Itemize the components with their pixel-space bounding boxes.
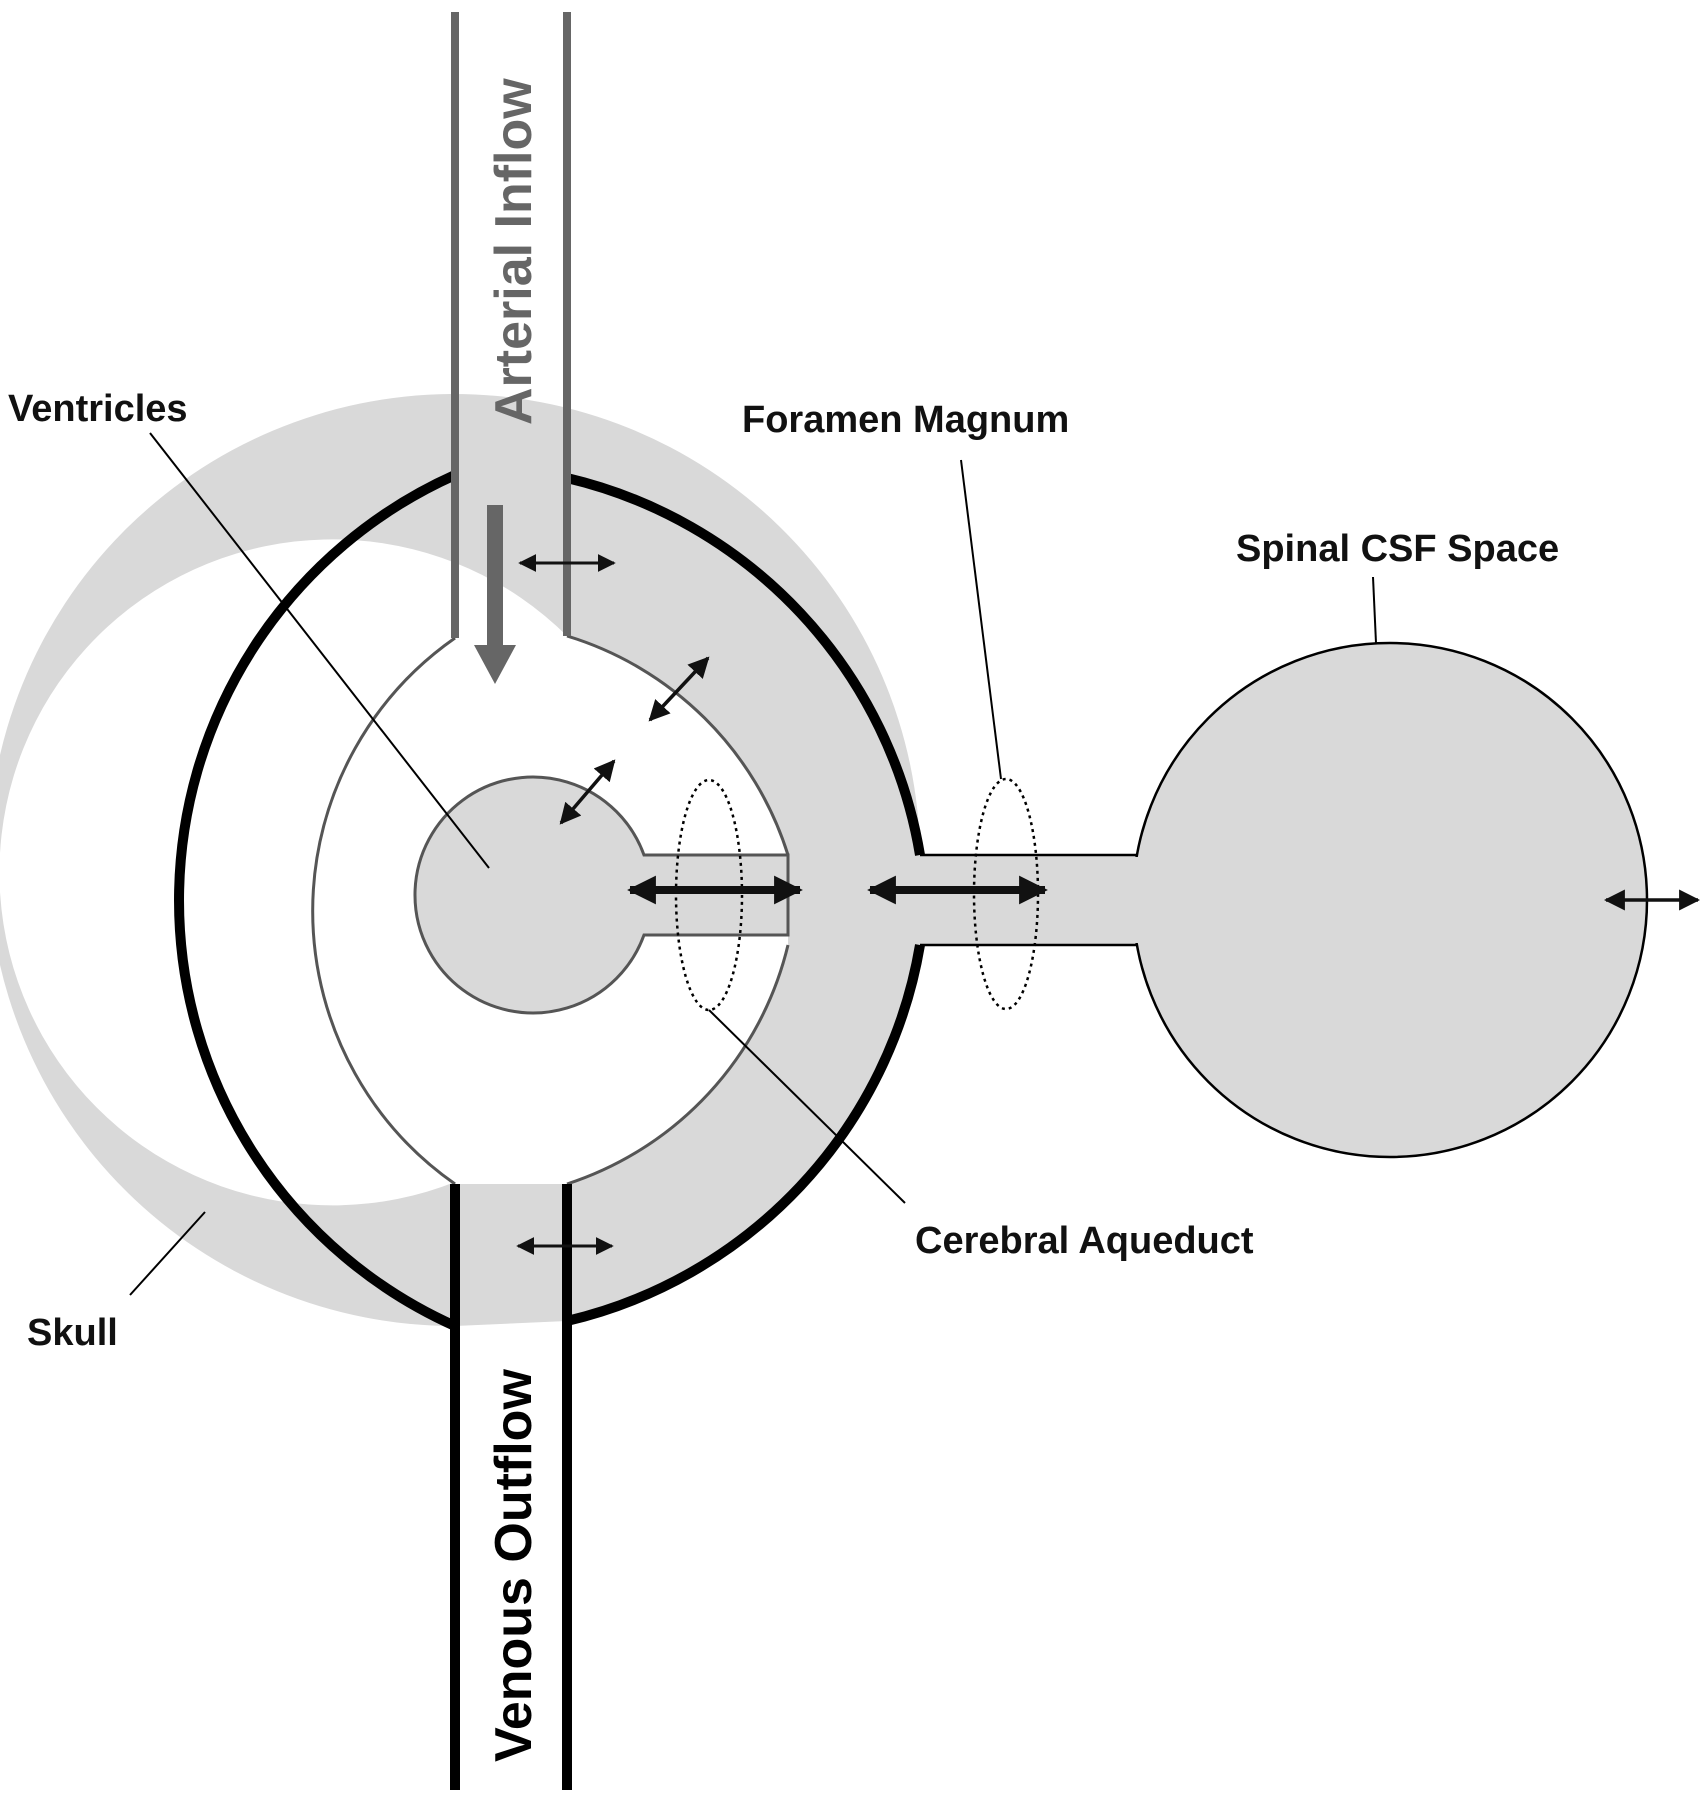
parenchyma-exchange-arrow [648,656,710,722]
ventricle-exchange-arrow [559,759,616,825]
skull-label: Skull [27,1312,118,1354]
skull-outline-right-upper [565,473,925,856]
skull-leader [129,1211,206,1296]
venous-vessel [450,1184,572,1790]
parenchyma-boundary [311,636,456,1186]
arterial-inflow-label: Arterial Inflow [485,78,543,425]
skull-outline [174,470,458,1331]
ventricles-shape [413,775,790,1015]
spinal-csf-leader [1372,576,1377,644]
parenchyma-boundary-lower [566,944,790,1186]
foramen-magnum-label: Foramen Magnum [742,399,1069,441]
spinal-csf-space-label: Spinal CSF Space [1236,528,1559,570]
spinal-canal-fill [918,857,1140,943]
canal-join-fill [1120,857,1160,943]
cranial-subarachnoid-space [0,394,920,1326]
foramen-magnum-leader [960,459,1002,780]
ventricles-leader [149,432,490,869]
aqueduct-leader [708,1009,906,1204]
arterial-vessel [451,12,571,638]
skull-outline-right-lower [565,944,925,1326]
ventricles-label: Ventricles [8,388,188,430]
cerebral-aqueduct-label: Cerebral Aqueduct [915,1220,1254,1262]
venous-outflow-label: Venous Outflow [485,1369,543,1762]
arterial-inflow-arrow [474,505,516,684]
spinal-csf-space [1131,641,1649,1159]
